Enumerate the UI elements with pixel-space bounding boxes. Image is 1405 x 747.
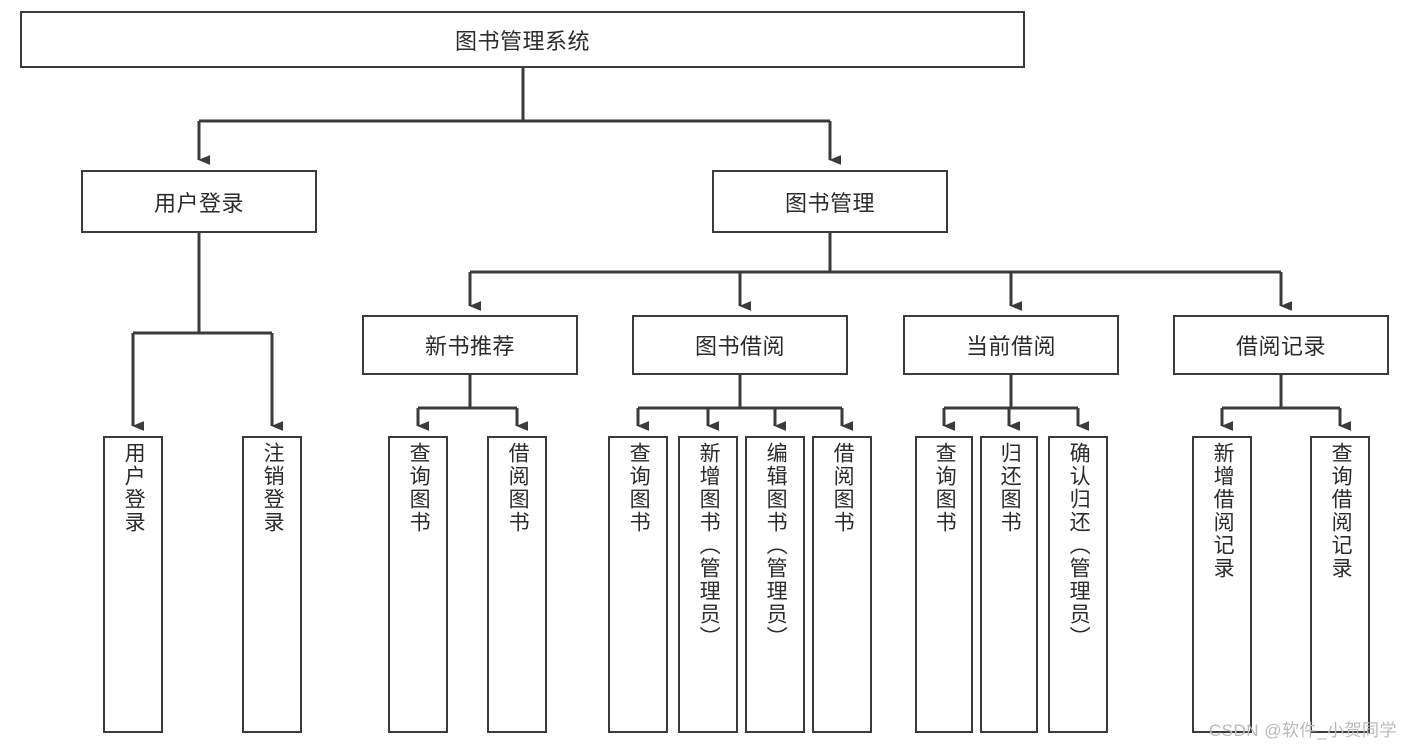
- node-leaf-confirm-return[interactable]: 确认归还（管理员）: [1048, 436, 1108, 733]
- node-new-book-rec-label: 新书推荐: [424, 334, 515, 359]
- node-leaf-logout-label: 注销登录: [261, 442, 285, 534]
- node-leaf-confirm-return-label: 确认归还（管理员）: [1067, 442, 1091, 649]
- node-leaf-add-record-label: 新增借阅记录: [1211, 442, 1235, 580]
- node-leaf-logout[interactable]: 注销登录: [242, 436, 302, 733]
- node-user-login[interactable]: 用户登录: [81, 170, 317, 233]
- node-leaf-edit-book-label: 编辑图书（管理员）: [764, 442, 788, 649]
- node-book-borrow[interactable]: 图书借阅: [632, 315, 848, 375]
- watermark-text: CSDN @软件_小贺同学: [1208, 721, 1397, 740]
- node-leaf-add-book-label: 新增图书（管理员）: [697, 442, 721, 649]
- node-book-manage-label: 图书管理: [784, 190, 875, 216]
- node-leaf-query-book-3[interactable]: 查询图书: [915, 436, 973, 733]
- node-current-borrow-label: 当前借阅: [965, 334, 1056, 359]
- node-book-manage[interactable]: 图书管理: [712, 170, 948, 233]
- node-borrow-record[interactable]: 借阅记录: [1173, 315, 1389, 375]
- node-leaf-return-book-label: 归还图书: [998, 442, 1022, 534]
- node-leaf-add-record[interactable]: 新增借阅记录: [1192, 436, 1252, 733]
- node-leaf-query-book-1[interactable]: 查询图书: [388, 436, 448, 733]
- node-leaf-borrow-book-1[interactable]: 借阅图书: [487, 436, 547, 733]
- node-leaf-query-record[interactable]: 查询借阅记录: [1310, 436, 1370, 733]
- node-root[interactable]: 图书管理系统: [20, 11, 1025, 68]
- node-book-borrow-label: 图书借阅: [694, 334, 785, 359]
- node-leaf-query-book-1-label: 查询图书: [407, 442, 431, 534]
- node-leaf-edit-book[interactable]: 编辑图书（管理员）: [745, 436, 805, 733]
- node-user-login-label: 用户登录: [153, 190, 244, 216]
- node-leaf-borrow-book-2-label: 借阅图书: [831, 442, 855, 534]
- node-leaf-borrow-book-2[interactable]: 借阅图书: [812, 436, 872, 733]
- node-leaf-add-book[interactable]: 新增图书（管理员）: [678, 436, 738, 733]
- node-root-label: 图书管理系统: [454, 28, 590, 54]
- node-leaf-query-book-2[interactable]: 查询图书: [608, 436, 668, 733]
- node-new-book-rec[interactable]: 新书推荐: [362, 315, 578, 375]
- node-leaf-query-book-2-label: 查询图书: [627, 442, 651, 534]
- node-current-borrow[interactable]: 当前借阅: [903, 315, 1119, 375]
- node-leaf-user-login-label: 用户登录: [122, 442, 146, 534]
- node-leaf-borrow-book-1-label: 借阅图书: [506, 442, 530, 534]
- node-leaf-query-record-label: 查询借阅记录: [1329, 442, 1353, 580]
- node-borrow-record-label: 借阅记录: [1235, 334, 1326, 359]
- node-leaf-query-book-3-label: 查询图书: [933, 442, 957, 534]
- node-leaf-user-login[interactable]: 用户登录: [103, 436, 163, 733]
- node-leaf-return-book[interactable]: 归还图书: [980, 436, 1038, 733]
